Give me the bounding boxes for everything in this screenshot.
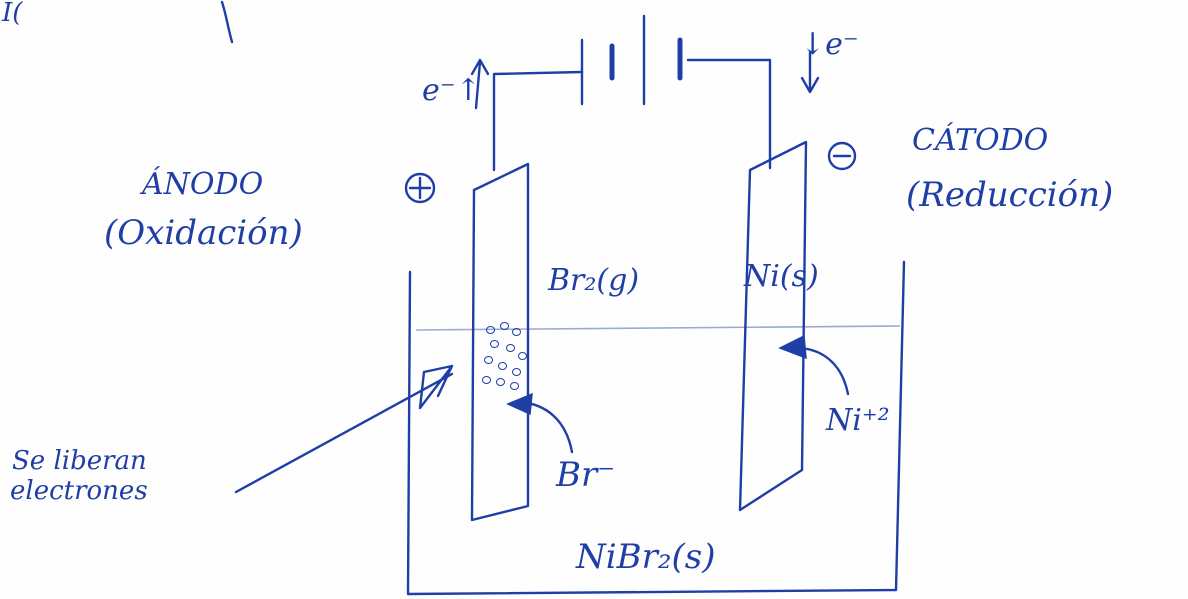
released-arrow-line — [234, 372, 454, 494]
released-arrowhead — [418, 364, 454, 410]
bubble — [512, 328, 521, 336]
beaker — [406, 260, 906, 596]
plus-icon — [408, 176, 432, 200]
bubble — [482, 376, 491, 384]
anode-title: ÁNODO — [142, 167, 264, 202]
bubble — [506, 344, 515, 352]
br-ion-arrowhead — [506, 392, 533, 416]
right-wire — [686, 58, 772, 170]
electron-label-right: ↓e⁻ — [800, 27, 859, 62]
bubble — [510, 382, 519, 390]
released-label-line1: Se liberan — [12, 446, 147, 476]
electron-arrow-down — [800, 50, 820, 94]
bubble — [498, 362, 507, 370]
br-ion-label: Br⁻ — [556, 455, 616, 495]
ni-solid-label: Ni(s) — [744, 259, 819, 294]
anode-sign-circle — [404, 172, 436, 204]
bubble — [512, 368, 521, 376]
liquid-surface — [415, 325, 901, 331]
br2-gas-label: Br₂(g) — [548, 263, 640, 298]
cathode-title: CÁTODO — [912, 123, 1049, 158]
electrolyte-label: NiBr₂(s) — [576, 537, 716, 577]
anode-electrode — [470, 162, 530, 522]
ni-ion-arrowhead — [778, 334, 807, 360]
bubble — [496, 378, 505, 386]
cathode-sign-circle — [827, 141, 857, 171]
cathode-subtitle: (Reducción) — [906, 175, 1114, 215]
anode-subtitle: (Oxidación) — [104, 213, 303, 253]
bubble — [490, 340, 499, 348]
left-wire — [492, 70, 584, 172]
released-label-line2: electrones — [10, 476, 148, 506]
corner-stroke — [220, 0, 234, 44]
bubble — [486, 326, 495, 334]
bubble — [484, 356, 493, 364]
electron-label-left: e⁻↑ — [422, 73, 481, 108]
bubble — [518, 352, 527, 360]
electron-arrow-up — [470, 58, 490, 110]
ni-ion-label: Ni⁺² — [826, 403, 890, 438]
bubble — [500, 322, 509, 330]
cathode-electrode — [738, 140, 808, 512]
corner-mark: I( — [2, 0, 23, 28]
